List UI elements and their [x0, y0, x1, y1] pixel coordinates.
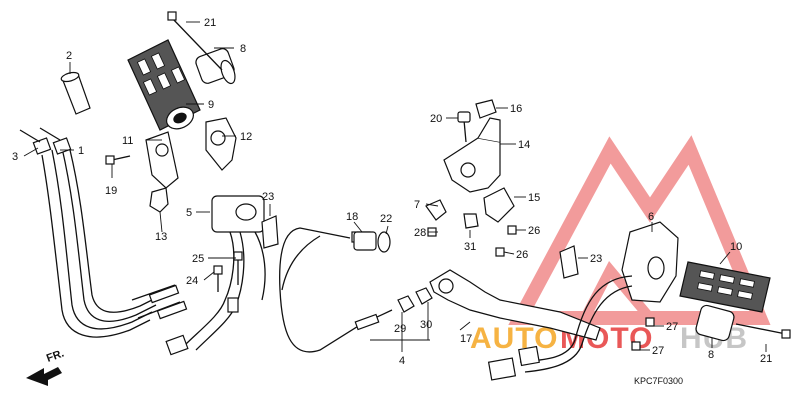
clamp-23-right	[559, 245, 579, 279]
cap-16	[475, 99, 497, 119]
callout-5: 5	[186, 207, 192, 219]
switch-15	[483, 187, 515, 223]
diagram-code: KPC7F0300	[634, 376, 683, 386]
direction-label: FR.	[45, 347, 66, 364]
callout-17: 17	[460, 333, 472, 345]
callout-30: 30	[420, 319, 432, 331]
callout-12: 12	[240, 131, 252, 143]
callout-numbers: 21 8 2 9 3 1 11 12 19 13 5 23 25 24 18 2…	[12, 17, 772, 367]
lever-bracket-14	[443, 117, 501, 193]
clamp-23-left	[261, 215, 279, 249]
callout-27-a: 27	[666, 321, 678, 333]
front-direction-arrow	[26, 367, 62, 386]
adjuster-18-22	[353, 231, 391, 253]
callout-26-b: 26	[516, 249, 528, 261]
watermark-text-auto: AUTO	[470, 322, 558, 355]
callout-6: 6	[648, 211, 654, 223]
clip-7	[425, 199, 447, 221]
throttle-cable-end-2	[60, 71, 91, 115]
callout-8-top: 8	[240, 43, 246, 55]
throttle-grip-pipe-9	[127, 39, 201, 131]
bolt-20	[457, 111, 471, 143]
callout-23-left: 23	[262, 191, 274, 203]
throttle-cables	[19, 127, 188, 338]
callout-25: 25	[192, 253, 204, 265]
callout-13: 13	[155, 231, 167, 243]
grip-end-weight-8-bottom	[695, 304, 791, 342]
callout-2: 2	[66, 50, 72, 62]
nut-31	[463, 213, 479, 229]
screws-27	[631, 317, 655, 351]
screw-19	[105, 155, 131, 165]
callout-19: 19	[105, 185, 117, 197]
callout-4: 4	[399, 355, 405, 367]
screws-24-25	[213, 251, 243, 292]
callout-31: 31	[464, 241, 476, 253]
callout-23-right: 23	[590, 253, 602, 265]
clip-13	[149, 187, 169, 213]
callout-3: 3	[12, 151, 18, 163]
callout-28: 28	[414, 227, 426, 239]
callout-1: 1	[78, 145, 84, 157]
callout-9: 9	[208, 99, 214, 111]
grip-end-weight-8-top	[167, 11, 236, 85]
callout-20: 20	[430, 113, 442, 125]
callout-29: 29	[394, 323, 406, 335]
callout-27-b: 27	[652, 345, 664, 357]
callout-8-bottom: 8	[708, 349, 714, 361]
callout-21-top: 21	[204, 17, 216, 29]
callout-21-bottom: 21	[760, 353, 772, 365]
callout-7: 7	[414, 199, 420, 211]
clutch-lever-17	[429, 269, 601, 341]
throttle-housing-11	[145, 131, 179, 189]
switch-housing-5	[165, 195, 266, 356]
callout-11: 11	[122, 135, 133, 147]
callout-16: 16	[510, 103, 522, 115]
callout-15: 15	[528, 192, 540, 204]
callout-18: 18	[346, 211, 358, 223]
callout-22: 22	[380, 213, 392, 225]
nuts-29-30	[397, 287, 433, 313]
callout-14: 14	[518, 139, 530, 151]
callout-24: 24	[186, 275, 198, 287]
callout-10: 10	[730, 241, 742, 253]
grip-10	[679, 261, 771, 313]
leader-lines	[23, 21, 767, 352]
switch-housing-6	[487, 221, 679, 381]
throttle-housing-12	[205, 117, 237, 171]
callout-26-a: 26	[528, 225, 540, 237]
